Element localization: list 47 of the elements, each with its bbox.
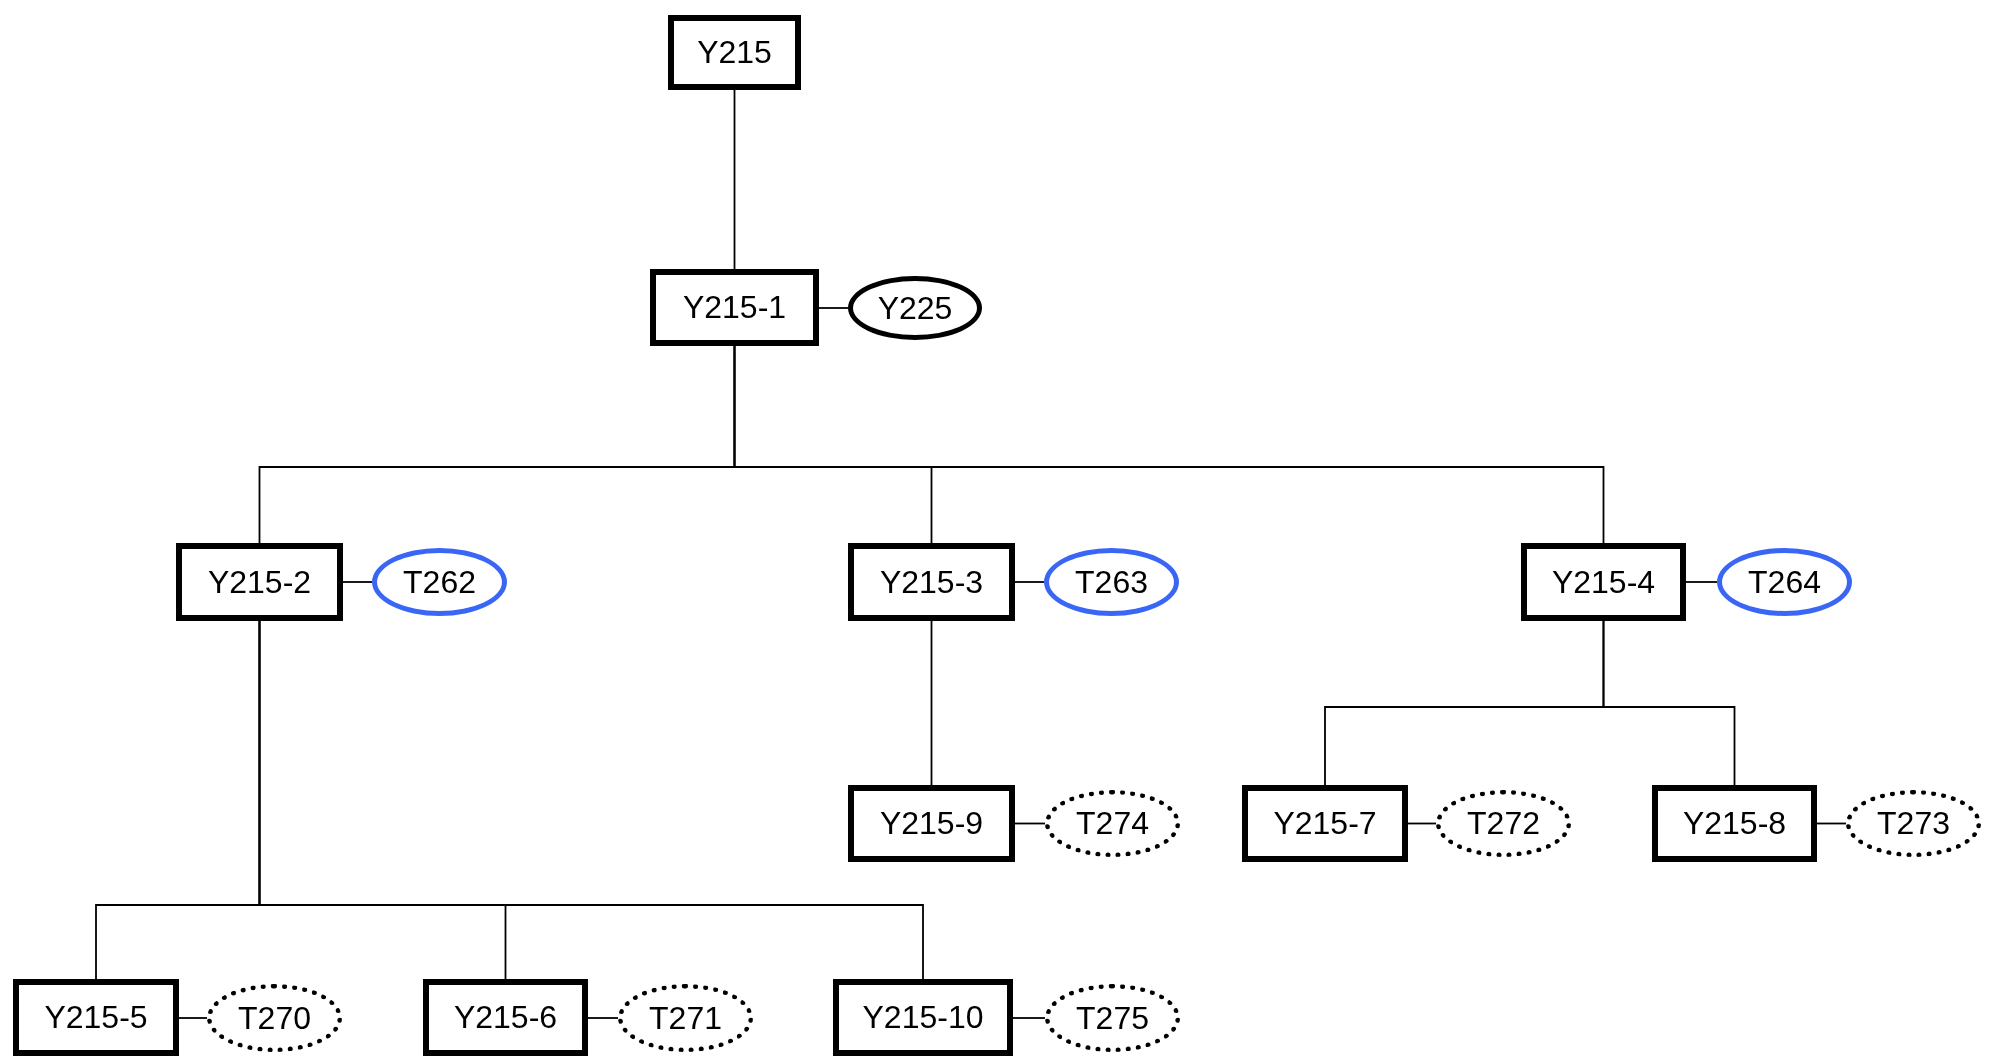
process-box <box>848 785 1015 862</box>
connector-line <box>1014 822 1046 825</box>
node-label: T270 <box>238 999 311 1037</box>
node-label: T263 <box>1075 563 1148 601</box>
connector-line <box>1685 581 1718 583</box>
connector-line <box>178 1017 208 1019</box>
connector-line <box>930 620 933 786</box>
process-box <box>1652 785 1817 862</box>
process-box <box>13 979 179 1056</box>
connector-line <box>1014 581 1045 583</box>
process-box <box>848 543 1015 621</box>
process-box <box>833 979 1013 1056</box>
process-box <box>176 543 343 621</box>
node-label: Y215-8 <box>1682 805 1787 842</box>
node-label: Y215-4 <box>1551 563 1656 601</box>
connector-line <box>1407 822 1437 825</box>
connector-line <box>733 345 1605 544</box>
node-label: Y215-1 <box>682 289 787 326</box>
process-box <box>423 979 588 1056</box>
connector-line <box>818 307 849 309</box>
connector-line <box>258 620 924 980</box>
node-label: T271 <box>649 999 722 1037</box>
node-label: Y215-3 <box>879 563 984 601</box>
node-label: T272 <box>1467 805 1540 842</box>
process-box <box>1521 543 1686 621</box>
process-box <box>668 15 801 90</box>
node-label: Y215-7 <box>1273 805 1377 842</box>
node-label: Y215-10 <box>862 999 984 1036</box>
node-label: T275 <box>1076 999 1149 1037</box>
node-label: Y215-9 <box>879 805 984 842</box>
node-label: T262 <box>403 563 476 601</box>
process-box <box>1242 785 1408 862</box>
node-label: Y215 <box>697 34 772 71</box>
node-label: Y215-2 <box>207 563 312 601</box>
connector-line <box>342 581 373 583</box>
connector-line <box>587 1017 619 1019</box>
node-label: Y215-5 <box>44 999 148 1036</box>
process-box <box>650 269 819 346</box>
node-label: Y225 <box>877 289 953 327</box>
connector-line <box>1816 822 1847 825</box>
connector-line <box>1012 1017 1046 1019</box>
connector-line <box>1602 620 1736 786</box>
node-label: T273 <box>1877 805 1950 842</box>
node-label: Y215-6 <box>453 999 558 1036</box>
node-label: T274 <box>1076 805 1149 842</box>
node-label: T264 <box>1748 563 1821 601</box>
connector-line <box>733 89 736 270</box>
